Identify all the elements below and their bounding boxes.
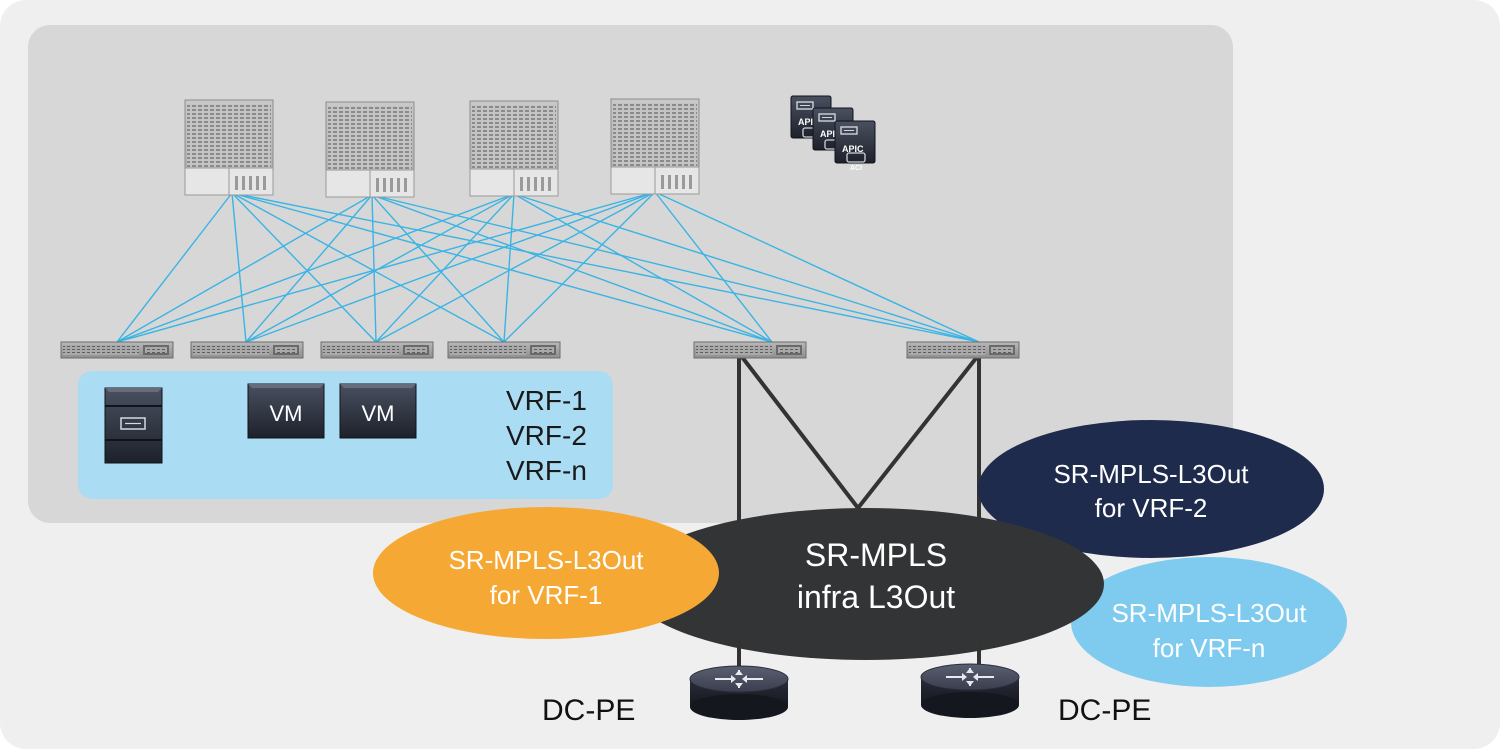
fabric-links	[116, 191, 980, 343]
vrf-2-l3out-ellipse	[978, 420, 1324, 558]
infra-subtitle: infra L3Out	[797, 579, 955, 615]
vrf-1-l3out-ellipse	[373, 507, 719, 639]
infra-title: SR-MPLS	[805, 537, 947, 573]
fabric-link	[245, 191, 656, 343]
pe-label: DC-PE	[1058, 694, 1151, 727]
fabric-link	[503, 193, 515, 343]
spine-switch-icon	[610, 98, 700, 195]
vrf-2-l3out-title: SR-MPLS-L3Out	[1053, 459, 1249, 489]
vrf-label: VRF-2	[506, 420, 587, 451]
leaf-switch-icon	[190, 341, 304, 359]
fabric-link	[231, 192, 247, 343]
vrf-n-l3out-title: SR-MPLS-L3Out	[1111, 598, 1307, 628]
vrf-n-l3out-ellipse	[1071, 557, 1347, 687]
fabric-link	[231, 192, 377, 343]
router-icon	[689, 665, 789, 720]
fabric-link	[245, 194, 373, 343]
fabric-link	[231, 192, 980, 343]
vm-icon: VM	[339, 383, 417, 439]
vm-label: VM	[362, 401, 395, 426]
vrf-n-l3out-subtitle: for VRF-n	[1153, 633, 1266, 663]
fabric-link	[231, 192, 505, 343]
vrf-2-l3out-subtitle: for VRF-2	[1095, 493, 1208, 523]
leaf-switch-icon	[447, 341, 561, 359]
router-icon	[920, 663, 1020, 718]
infra-l3out-ellipse	[628, 508, 1104, 660]
fabric-link	[371, 194, 377, 343]
fabric-link	[371, 194, 980, 343]
leaf-switch-icon	[320, 341, 434, 359]
fabric-link	[654, 191, 980, 343]
fabric-link	[654, 191, 773, 343]
apic-label: APIC	[820, 129, 842, 139]
leaf-switch-icon	[906, 341, 1020, 359]
vm-label: VM	[270, 401, 303, 426]
apic-label: APIC	[798, 117, 820, 127]
aci-label: ACI	[850, 165, 862, 172]
fabric-link	[116, 192, 233, 343]
vrf-1-l3out-subtitle: for VRF-1	[490, 580, 603, 610]
vrf-label: VRF-1	[506, 385, 587, 416]
vrf-label: VRF-n	[506, 455, 587, 486]
fabric-link	[116, 191, 656, 343]
leaf-switch-icon	[60, 341, 174, 359]
fabric-link	[375, 191, 656, 343]
fabric-link	[375, 193, 515, 343]
fabric-link	[513, 193, 980, 343]
spine-switch-icon	[184, 99, 274, 196]
spine-switch-icon	[325, 101, 415, 198]
spine-switch-icon	[469, 100, 559, 197]
vrf-1-l3out-title: SR-MPLS-L3Out	[448, 545, 644, 575]
fabric-link	[371, 194, 773, 343]
vm-icon: VM	[247, 383, 325, 439]
fabric-link	[231, 192, 773, 343]
fabric-link	[371, 194, 505, 343]
apic-cluster-icon: APIC APIC APIC ACI	[790, 95, 876, 172]
leaf-switch-icon	[693, 341, 807, 359]
fabric-link	[116, 193, 515, 343]
server-icon	[104, 387, 163, 464]
pe-label: DC-PE	[542, 694, 635, 727]
fabric-link	[116, 194, 373, 343]
fabric-link	[503, 191, 656, 343]
apic-label: APIC	[842, 144, 864, 154]
